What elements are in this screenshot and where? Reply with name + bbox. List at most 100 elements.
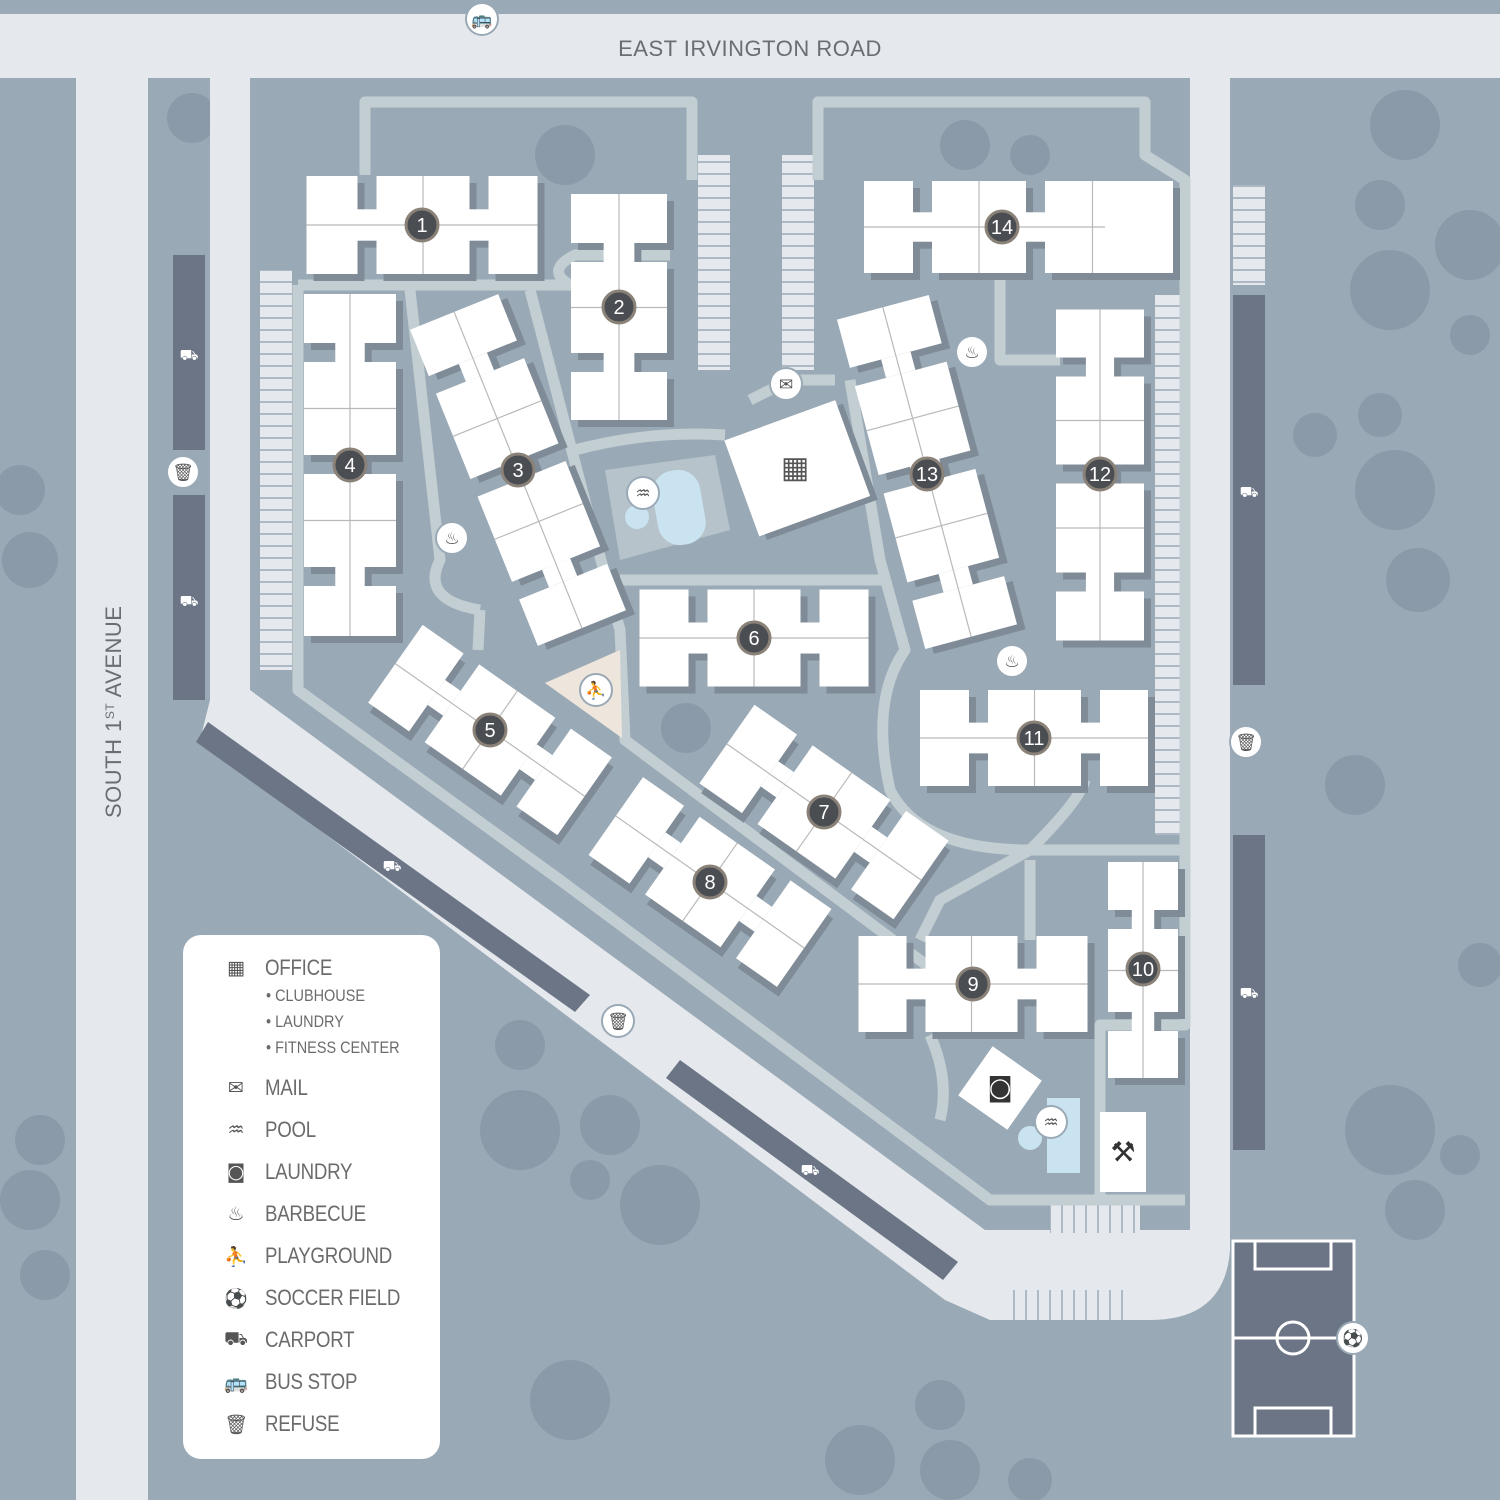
tree bbox=[15, 1115, 65, 1165]
building-number-badge: 4 bbox=[332, 447, 368, 483]
tree bbox=[2, 532, 58, 588]
parking-stalls bbox=[782, 155, 814, 370]
building-number-badge: 11 bbox=[1016, 720, 1052, 756]
legend-label: BARBECUE bbox=[265, 1201, 366, 1226]
office-icon: ▦ bbox=[227, 957, 245, 979]
legend-label: OFFICE bbox=[265, 955, 333, 980]
barbecue-icon: ♨ bbox=[1004, 652, 1019, 672]
laundry-icon: ◙ bbox=[226, 1161, 246, 1183]
tree bbox=[1355, 180, 1405, 230]
tree bbox=[825, 1425, 895, 1495]
legend-label: PLAYGROUND bbox=[265, 1243, 392, 1268]
tree bbox=[1008, 1458, 1052, 1500]
tree bbox=[0, 1170, 60, 1230]
building-number-badge: 5 bbox=[472, 712, 508, 748]
carport bbox=[173, 255, 205, 450]
building-number: 9 bbox=[967, 974, 978, 996]
building-number: 1 bbox=[416, 215, 427, 237]
wrench-screwdriver-icon: ⚒ bbox=[1110, 1136, 1135, 1169]
barbecue-marker: ♨ bbox=[435, 521, 469, 555]
road-label-east-irvington: EAST IRVINGTON ROAD bbox=[618, 36, 882, 61]
barbecue-icon: ♨ bbox=[227, 1203, 245, 1225]
building-number-badge: 12 bbox=[1082, 456, 1118, 492]
building-number-badge: 3 bbox=[500, 452, 536, 488]
laundry-building bbox=[958, 1046, 1042, 1130]
building-13 bbox=[836, 295, 1026, 654]
trash-icon: 🗑 bbox=[223, 1413, 249, 1436]
barbecue-icon: ♨ bbox=[444, 529, 459, 549]
mail-icon: ✉ bbox=[228, 1077, 244, 1099]
tree bbox=[1355, 450, 1435, 530]
building-3 bbox=[410, 294, 636, 650]
tree bbox=[620, 1165, 700, 1245]
soccer-ball-marker: ⚽ bbox=[1336, 1321, 1370, 1355]
tree bbox=[167, 93, 217, 143]
trash-icon: 🗑 bbox=[172, 463, 194, 483]
legend-item-refuse: 🗑REFUSE bbox=[221, 1411, 352, 1437]
carport-icon: ⛟ bbox=[801, 1161, 820, 1179]
building-number: 6 bbox=[748, 628, 759, 650]
spa bbox=[625, 505, 649, 529]
legend-item-office: ▦ OFFICE bbox=[221, 955, 344, 981]
tree bbox=[580, 1095, 640, 1155]
tree bbox=[940, 120, 990, 170]
trash-marker: 🗑 bbox=[166, 455, 200, 489]
tree bbox=[1325, 755, 1385, 815]
tree bbox=[1440, 1135, 1480, 1175]
building-number-badge: 8 bbox=[692, 864, 728, 900]
carport-icon: ⛟ bbox=[224, 1327, 248, 1350]
soccer-field bbox=[1231, 1239, 1356, 1438]
building-number: 5 bbox=[484, 720, 495, 742]
building-number: 13 bbox=[916, 464, 938, 486]
legend-label: POOL bbox=[265, 1117, 316, 1142]
building-number: 4 bbox=[344, 455, 355, 477]
building-12 bbox=[1056, 309, 1151, 648]
east-irvington-road bbox=[0, 14, 1500, 78]
tree bbox=[1370, 90, 1440, 160]
carport bbox=[196, 722, 590, 1012]
carport bbox=[1233, 835, 1265, 1150]
pool bbox=[652, 469, 706, 546]
soccer-ball-icon: ⚽ bbox=[1341, 1328, 1363, 1349]
trash-marker: 🗑 bbox=[1229, 725, 1263, 759]
playground-marker: ⛹ bbox=[579, 673, 613, 707]
legend-label: BUS STOP bbox=[265, 1369, 358, 1394]
legend-item-playground: ⛹ PLAYGROUND bbox=[221, 1243, 414, 1269]
legend-label: MAIL bbox=[265, 1075, 308, 1100]
mail-marker: ✉ bbox=[769, 367, 803, 401]
tree bbox=[661, 703, 711, 753]
parking-stalls bbox=[260, 270, 292, 670]
legend-item-barbecue: ♨ BARBECUE bbox=[221, 1201, 384, 1227]
bus-marker: 🚌 bbox=[465, 2, 499, 36]
carport bbox=[666, 1060, 958, 1280]
parking-stalls bbox=[698, 155, 730, 370]
building-11 bbox=[920, 690, 1155, 793]
carport bbox=[173, 495, 205, 700]
barbecue-marker: ♨ bbox=[955, 335, 989, 369]
trash-icon: 🗑 bbox=[607, 1012, 629, 1032]
legend-item-pool: ♒POOL bbox=[221, 1117, 325, 1143]
parking-stalls bbox=[1005, 1290, 1130, 1320]
building-1 bbox=[306, 176, 545, 281]
building-number: 2 bbox=[613, 297, 624, 319]
carport-icon: ⛟ bbox=[180, 346, 199, 364]
tree bbox=[0, 465, 45, 515]
building-number: 14 bbox=[991, 217, 1013, 239]
tree bbox=[1010, 135, 1050, 175]
building-number-badge: 6 bbox=[736, 620, 772, 656]
carport bbox=[1233, 295, 1265, 685]
legend-label: LAUNDRY bbox=[265, 1159, 353, 1184]
playground-icon: ⛹ bbox=[224, 1245, 248, 1268]
legend-item-laundry: ◙ LAUNDRY bbox=[221, 1159, 368, 1185]
tree bbox=[495, 1020, 545, 1070]
building-number-badge: 9 bbox=[955, 966, 991, 1002]
legend-sub-clubhouse: • CLUBHOUSE bbox=[266, 986, 366, 1005]
legend-item-bus-stop: 🚌BUS STOP bbox=[221, 1369, 373, 1395]
legend-sub-laundry: • LAUNDRY bbox=[266, 1012, 344, 1031]
mail-icon: ✉ bbox=[779, 375, 793, 395]
parking-stalls bbox=[1233, 185, 1265, 285]
tree bbox=[1350, 250, 1430, 330]
building-number-badge: 7 bbox=[806, 794, 842, 830]
markers: 🚌✉♒♒♨♨♨⛹⚽🗑🗑🗑⛟⛟⛟⛟⛟⛟ bbox=[166, 2, 1370, 1355]
